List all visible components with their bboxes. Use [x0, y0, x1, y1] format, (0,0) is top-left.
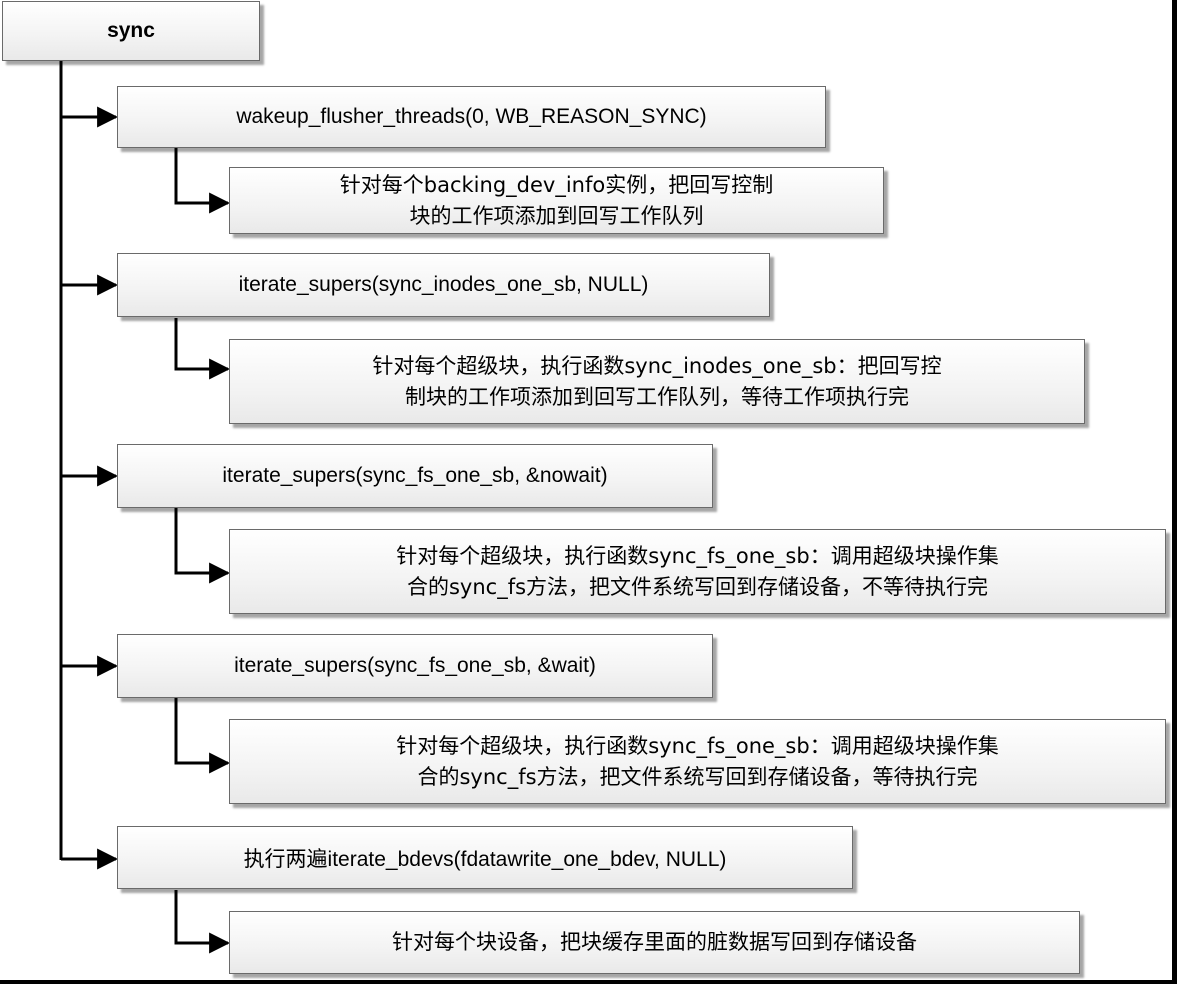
root-node-sync: sync	[2, 1, 260, 61]
description-box-2: 针对每个超级块，执行函数sync_inodes_one_sb：把回写控 制块的工…	[229, 339, 1085, 424]
sub-connector-3	[174, 508, 231, 584]
call-box-iterate-bdevs: 执行两遍iterate_bdevs(fdatawrite_one_bdev, N…	[117, 826, 853, 889]
call-box-iterate-supers-sync-fs-nowait: iterate_supers(sync_fs_one_sb, &nowait)	[117, 444, 713, 508]
call-label: 执行两遍iterate_bdevs(fdatawrite_one_bdev, N…	[243, 847, 727, 871]
description-line: 针对每个块设备，把块缓存里面的脏数据写回到存储设备	[392, 930, 917, 954]
description-line: 针对每个超级块，执行函数sync_fs_one_sb：调用超级块操作集	[396, 733, 999, 758]
sub-connector-1	[174, 148, 231, 214]
call-label: iterate_supers(sync_inodes_one_sb, NULL)	[238, 273, 649, 296]
sub-connector-2	[174, 318, 231, 380]
description-box-3: 针对每个超级块，执行函数sync_fs_one_sb：调用超级块操作集 合的sy…	[229, 529, 1166, 614]
description-line: 合的sync_fs方法，把文件系统写回到存储设备，等待执行完	[417, 764, 978, 789]
description-line: 合的sync_fs方法，把文件系统写回到存储设备，不等待执行完	[406, 574, 989, 599]
call-box-iterate-supers-sync-fs-wait: iterate_supers(sync_fs_one_sb, &wait)	[117, 634, 713, 698]
description-line: 块的工作项添加到回写工作队列	[409, 203, 704, 228]
call-label: wakeup_flusher_threads(0, WB_REASON_SYNC…	[236, 105, 707, 128]
description-box-1: 针对每个backing_dev_info实例，把回写控制 块的工作项添加到回写工…	[229, 167, 884, 234]
sub-connector-5	[174, 890, 231, 954]
call-box-wakeup-flusher-threads: wakeup_flusher_threads(0, WB_REASON_SYNC…	[117, 86, 826, 148]
description-box-4: 针对每个超级块，执行函数sync_fs_one_sb：调用超级块操作集 合的sy…	[229, 719, 1166, 804]
call-label: iterate_supers(sync_fs_one_sb, &nowait)	[222, 464, 608, 487]
description-line: 制块的工作项添加到回写工作队列，等待工作项执行完	[404, 384, 909, 409]
sub-connector-4	[174, 698, 231, 774]
root-label: sync	[107, 19, 155, 42]
call-label: iterate_supers(sync_fs_one_sb, &wait)	[234, 654, 596, 677]
description-line: 针对每个超级块，执行函数sync_inodes_one_sb：把回写控	[372, 353, 942, 378]
call-box-iterate-supers-sync-inodes: iterate_supers(sync_inodes_one_sb, NULL)	[117, 253, 770, 317]
description-line: 针对每个backing_dev_info实例，把回写控制	[339, 172, 774, 197]
description-line: 针对每个超级块，执行函数sync_fs_one_sb：调用超级块操作集	[396, 543, 999, 568]
description-box-5: 针对每个块设备，把块缓存里面的脏数据写回到存储设备	[229, 911, 1080, 974]
